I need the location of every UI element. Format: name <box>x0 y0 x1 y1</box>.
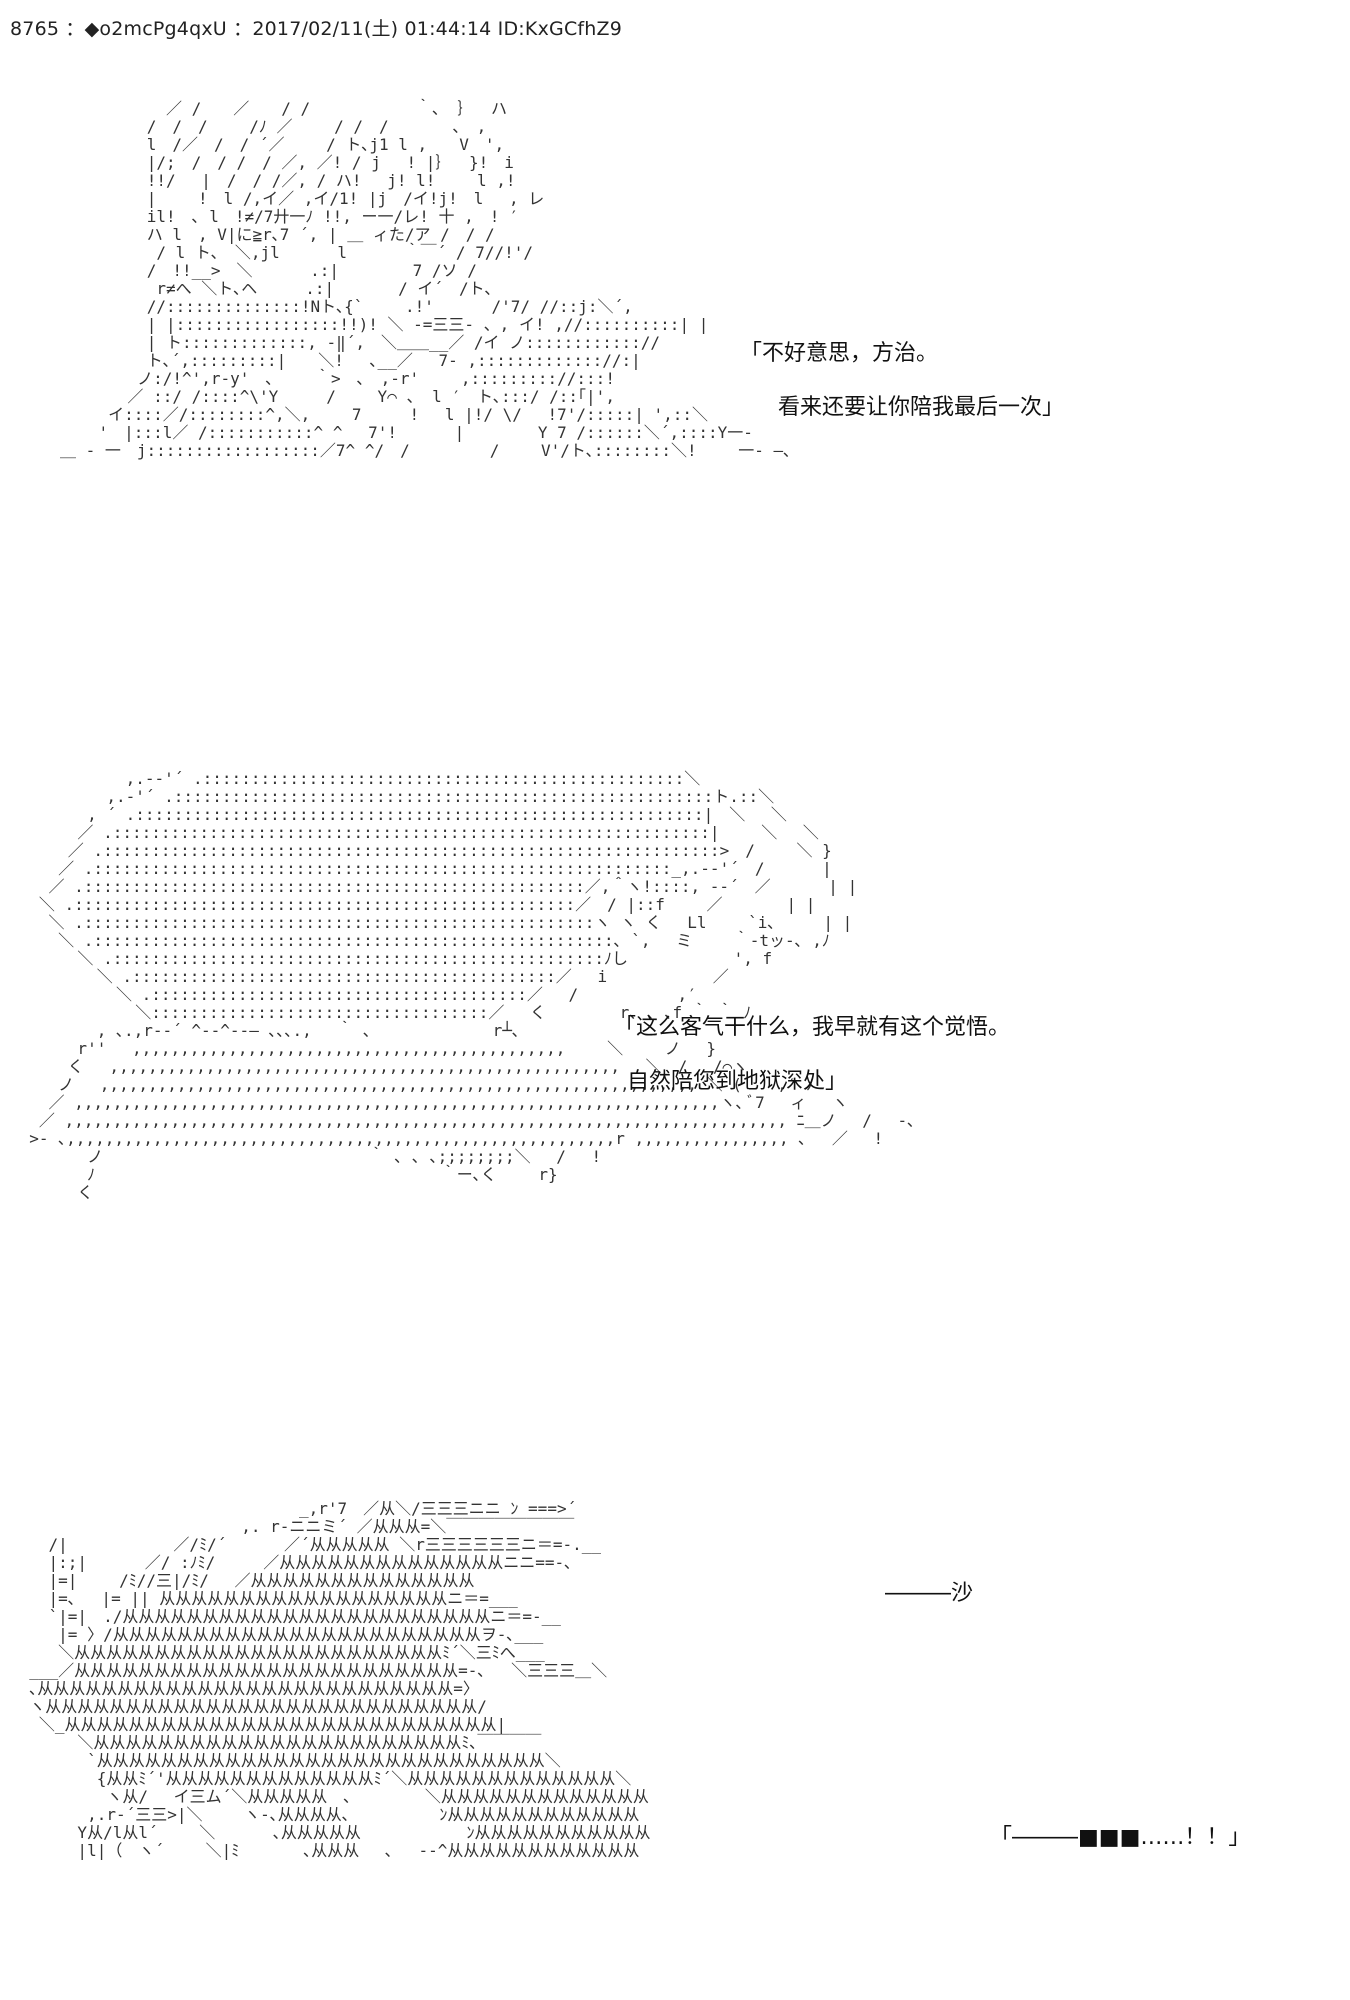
dialogue-2-line-2: 自然陪您到地狱深处」 <box>627 1069 848 1094</box>
ascii-art-panel-2: ,.-‐'´ .::::::::::::::::::::::::::::::::… <box>29 769 916 1202</box>
dialogue-1-line-2: 看来还要让你陪我最后一次」 <box>778 395 1065 420</box>
dialogue-1-line-1: 「不好意思，方治。 <box>740 341 939 366</box>
ascii-art-panel-3: _,r'7 ／从＼/三三三ニニ ﾝ ===>´ ,. r-ニニミ´ ／从从从=＼… <box>29 1499 651 1860</box>
ascii-art-panel-1: ／ / ／ / / ｀、 ｝ ハ / / / /ﾉ ／ / / / ､ , l … <box>60 99 792 460</box>
sound-effect-text: ―――沙 <box>885 1581 974 1606</box>
dialogue-2-line-1: 「这么客气干什么，我早就有这个觉悟。 <box>614 1015 1011 1040</box>
post-header: 8765 ：◆o2mcPg4qxU ：2017/02/11(土) 01:44:1… <box>10 18 623 40</box>
dialogue-3: 「―――■■■……！！」 <box>990 1825 1251 1850</box>
